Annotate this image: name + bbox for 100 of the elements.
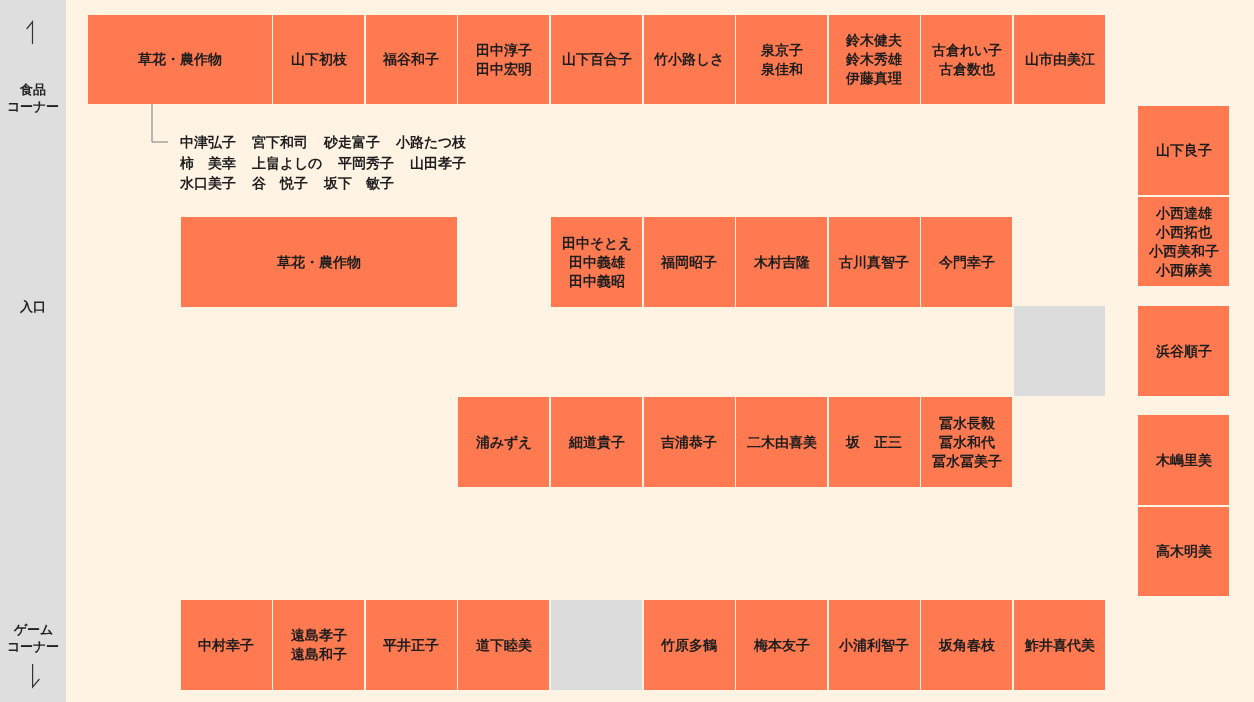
stall-box	[458, 600, 550, 690]
stall-label: 坂 正三	[846, 432, 903, 452]
stall-box	[1138, 306, 1229, 396]
stall-box	[551, 217, 642, 307]
stall-label: 道下睦美	[475, 635, 532, 655]
stall-label: 古倉れい子	[931, 40, 1002, 60]
stall-label: 竹小路しさ	[654, 50, 725, 69]
stall-label: 坂角春枝	[938, 635, 995, 655]
stall-label: 高木明美	[1155, 542, 1212, 561]
stall-box	[921, 217, 1013, 307]
stall-label: 小西達雄	[1155, 203, 1212, 223]
stall-label: 泉京子	[760, 40, 803, 60]
area-label: 食品コーナー	[6, 81, 60, 115]
vendor-name: 山田孝子	[410, 153, 466, 172]
stall-label: 田中そとえ	[561, 233, 632, 253]
empty-stall	[1014, 306, 1105, 396]
stall-box	[458, 15, 550, 104]
stall-label: 中村幸子	[198, 635, 255, 655]
stall-box	[1014, 15, 1105, 104]
stall-label: 小西麻美	[1155, 260, 1212, 280]
vendor-name: 小路たつ枝	[396, 133, 466, 152]
stall-label: 小浦利智子	[839, 635, 910, 655]
stall-label: 鈴木健夫	[846, 31, 903, 50]
vendor-name: 上畠よしの	[252, 153, 322, 172]
stall-box	[88, 15, 272, 104]
stall-box	[273, 15, 365, 104]
stall-box	[828, 600, 920, 690]
stall-box	[921, 600, 1013, 690]
area-label: ゲームコーナー	[6, 621, 60, 655]
stall-box	[551, 397, 642, 487]
stall-label: 伊藤真理	[846, 69, 903, 88]
stall-box	[1138, 507, 1229, 596]
stall-label: 吉浦恭子	[661, 432, 718, 452]
stall-box	[828, 217, 920, 307]
vendor-name: 柿 美幸	[180, 153, 236, 172]
stall-label: 田中義昭	[568, 271, 625, 291]
stall-box	[736, 217, 828, 307]
vendor-name: 中津弘子	[180, 133, 236, 152]
stall-label: 平井正子	[383, 635, 440, 655]
stall-label: 梅本友子	[753, 635, 810, 655]
stall-box	[1014, 600, 1105, 690]
stall-box	[643, 15, 735, 104]
stall-label: 小西拓也	[1155, 222, 1212, 242]
stall-label: 浜谷順子	[1155, 341, 1212, 361]
stall-label: 福谷和子	[383, 50, 440, 69]
stall-box	[921, 397, 1013, 487]
stall-label: 山下百合子	[561, 50, 632, 69]
stall-box	[1138, 197, 1229, 286]
vendor-name: 宮下和司	[252, 133, 308, 152]
stall-box	[180, 217, 457, 307]
stall-label: 田中宏明	[475, 59, 532, 79]
stall-box	[365, 600, 457, 690]
stall-label: 鈴木秀雄	[846, 50, 903, 69]
vendor-name: 平岡秀子	[338, 153, 394, 172]
vendor-name: 水口美子	[180, 174, 236, 193]
stall-label: 浦みずえ	[475, 432, 532, 452]
stall-label: 木村吉隆	[753, 252, 810, 272]
stall-box	[736, 600, 828, 690]
stall-label: 冨水冨美子	[931, 451, 1002, 471]
stall-label: 冨水和代	[938, 432, 995, 452]
stall-box	[1138, 415, 1229, 505]
stall-label: 遠島孝子	[290, 626, 347, 645]
stall-label: 冨水長毅	[938, 413, 995, 433]
area-label: 入口	[20, 297, 46, 315]
stall-label: 福岡昭子	[661, 252, 718, 272]
stall-label: 遠島和子	[290, 645, 347, 664]
stall-box	[828, 15, 920, 104]
stall-label: 山下良子	[1155, 141, 1212, 160]
stall-box	[828, 397, 920, 487]
stall-box	[1138, 106, 1229, 195]
stall-label: 細道貴子	[568, 432, 625, 452]
stall-box	[643, 600, 735, 690]
stall-label: 泉佳和	[760, 59, 803, 79]
stall-box	[551, 15, 642, 104]
stall-box	[458, 397, 550, 487]
stall-label: 古川真智子	[839, 252, 910, 272]
vendor-name: 坂下 敏子	[324, 174, 394, 193]
stall-box	[736, 15, 828, 104]
vendor-name: 砂走富子	[324, 133, 380, 152]
stall-label: 竹原多鶴	[661, 635, 718, 655]
stall-label: 田中義雄	[568, 252, 625, 272]
stall-label: 小西美和子	[1148, 241, 1219, 261]
leader-line	[151, 103, 169, 143]
stall-label: 二木由喜美	[746, 432, 817, 452]
stall-label: 古倉数也	[938, 59, 995, 79]
side-band	[0, 0, 66, 702]
stall-label: 草花・農作物	[137, 50, 222, 69]
vendor-name: 谷 悦子	[252, 174, 308, 193]
stall-box	[180, 600, 272, 690]
stall-box	[643, 217, 735, 307]
stall-label: 山市由美江	[1024, 50, 1095, 69]
stall-box	[736, 397, 828, 487]
stall-label: 山下初枝	[290, 50, 347, 69]
stall-box	[365, 15, 457, 104]
stall-label: 木嶋里美	[1155, 450, 1212, 470]
stall-box	[921, 15, 1013, 104]
stall-label: 草花・農作物	[276, 252, 361, 272]
stall-label: 鮓井喜代美	[1024, 635, 1095, 655]
stall-box	[273, 600, 365, 690]
stall-label: 今門幸子	[938, 252, 995, 272]
